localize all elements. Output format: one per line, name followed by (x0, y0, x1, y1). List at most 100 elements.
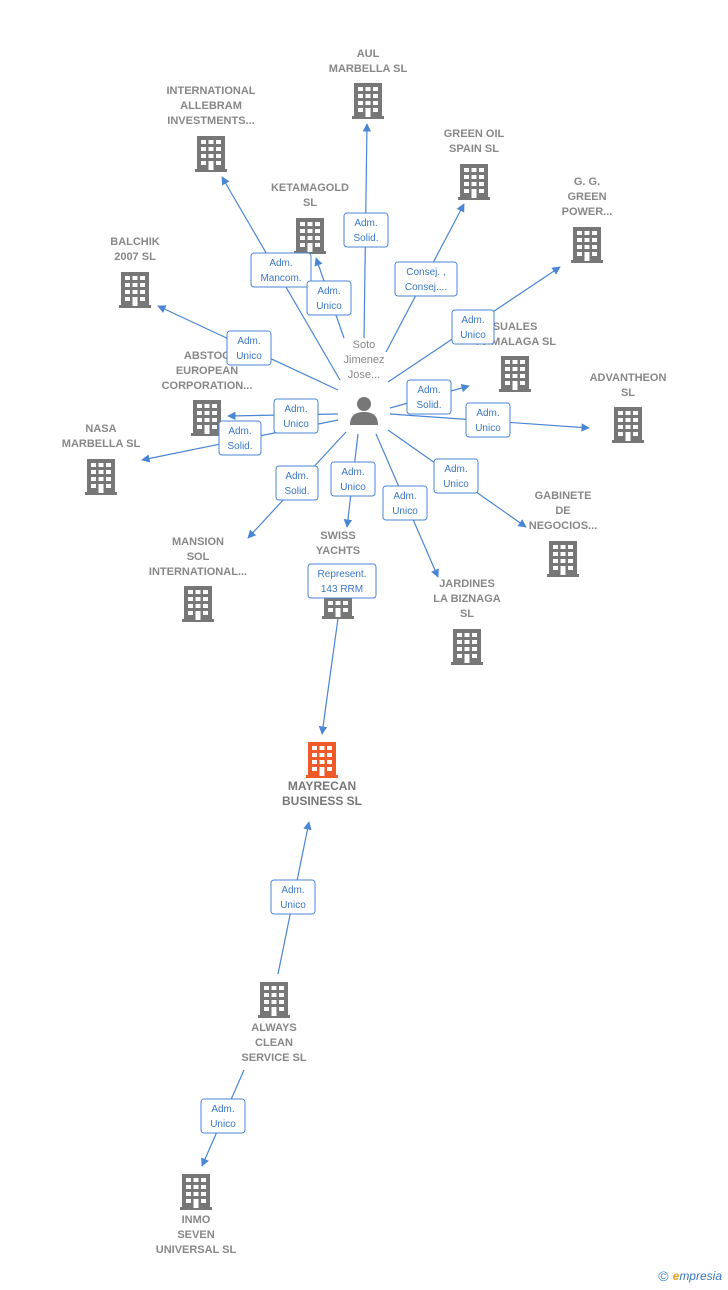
building-icon (612, 407, 644, 443)
building-icon (352, 83, 384, 119)
person-icon (350, 397, 378, 425)
role-badge-frame (394, 261, 458, 297)
role-badge-frame (275, 465, 319, 501)
node-label: ABSTOC (184, 350, 230, 362)
role-text: Adm. (341, 467, 364, 478)
role-text: Mancom. (260, 273, 301, 284)
building-icon (195, 136, 227, 172)
node-label: BALCHIK (110, 236, 160, 248)
node-always[interactable]: ALWAYS CLEAN SERVICE SL (241, 982, 307, 1064)
node-label: SERVICE SL (241, 1052, 306, 1064)
node-label: GREEN (567, 191, 606, 203)
role-badge-swiss[interactable]: Adm. Unico (330, 461, 376, 497)
node-mansion[interactable]: MANSIONSOLINTERNATIONAL... (149, 536, 247, 622)
building-icon (85, 459, 117, 495)
role-text: Unico (210, 1119, 236, 1130)
role-text: 143 RRM (321, 584, 363, 595)
role-badge-intl[interactable]: Adm.Mancom. (250, 252, 312, 288)
node-gabinete[interactable]: GABINETE DE NEGOCIOS... (529, 490, 597, 577)
role-badge-inmo[interactable]: Adm.Unico (200, 1098, 246, 1134)
role-badge-advan[interactable]: Adm.Unico (465, 402, 511, 438)
node-label: DE (555, 505, 570, 517)
node-label: SPAIN SL (449, 143, 499, 155)
node-abstoc[interactable]: ABSTOCEUROPEANCORPORATION... (162, 350, 253, 436)
node-label: SUALES (493, 321, 538, 333)
role-badge-frame (270, 879, 316, 915)
node-label: Jimenez (344, 354, 385, 366)
role-text: Unico (340, 482, 366, 493)
role-badge-frame (250, 252, 312, 288)
node-label: ALWAYS (251, 1022, 296, 1034)
node-label: CLEAN (255, 1037, 293, 1049)
role-text: Adm. (354, 218, 377, 229)
building-icon (547, 541, 579, 577)
role-badge-frame (306, 280, 352, 316)
role-badge-frame (307, 563, 377, 599)
role-badge-abstoc[interactable]: Adm.Unico (273, 398, 319, 434)
brand-initial: e (672, 1269, 680, 1283)
role-badge-aul[interactable]: Adm.Solid. (343, 212, 389, 248)
building-icon (451, 629, 483, 665)
node-label: SL (621, 387, 635, 399)
role-text: Adm. (285, 471, 308, 482)
node-label: MANSION (172, 536, 224, 548)
brand-name: mpresia (679, 1269, 722, 1283)
node-label: INMO (182, 1214, 211, 1226)
node-ggg[interactable]: G. G.GREENPOWER... (562, 176, 613, 263)
node-label: Soto (353, 339, 376, 351)
role-text: Adm. (281, 885, 304, 896)
role-badge-frame (200, 1098, 246, 1134)
role-badge-gabinete[interactable]: Adm.Unico (433, 458, 479, 494)
edge-swiss-mayrecan (318, 603, 341, 735)
role-badge-balchik[interactable]: Adm.Unico (226, 330, 272, 366)
node-label: SL (460, 608, 474, 620)
node-label: LA BIZNAGA (433, 593, 500, 605)
node-label: CORPORATION... (162, 380, 253, 392)
role-badge-suales[interactable]: Adm.Solid. (406, 379, 452, 415)
node-label: ALLEBRAM (180, 100, 242, 112)
role-badge-frame (226, 330, 272, 366)
role-badge-mayrecan[interactable]: Adm. Unico (270, 879, 316, 915)
node-label: G. G. (574, 176, 600, 188)
node-label: JARDINES (439, 578, 495, 590)
footer-brand[interactable]: © empresia (658, 1268, 722, 1284)
role-badge-keta[interactable]: Adm.Unico (306, 280, 352, 316)
role-text: Unico (280, 900, 306, 911)
role-text: Represent. (318, 569, 367, 580)
role-badge-nasa[interactable]: Adm.Solid. (218, 420, 262, 456)
node-jardines[interactable]: JARDINES LA BIZNAGA SL (433, 578, 501, 665)
role-badge-frame (330, 461, 376, 497)
role-text: Adm. (237, 336, 260, 347)
node-label: NEGOCIOS... (529, 520, 597, 532)
role-badge-mansion[interactable]: Adm.Solid. (275, 465, 319, 501)
node-label: INTERNATIONAL (166, 85, 255, 97)
node-label: MAYRECAN (288, 779, 356, 793)
role-badge-jardines[interactable]: Adm.Unico (382, 485, 428, 521)
role-badge-mayrecan[interactable]: Represent. 143 RRM (307, 563, 377, 599)
role-badge-frame (273, 398, 319, 434)
building-icon (571, 227, 603, 263)
role-text: Adm. (461, 315, 484, 326)
role-badge-frame (218, 420, 262, 456)
node-intl[interactable]: INTERNATIONALALLEBRAMINVESTMENTS... (166, 85, 256, 172)
node-soto[interactable]: SotoJimenezJose... (344, 339, 385, 425)
focus-building-icon (306, 742, 338, 778)
role-text: Solid. (416, 400, 441, 411)
node-label: SOL (187, 551, 210, 563)
node-label: BUSINESS SL (282, 794, 362, 808)
role-badge-ggg[interactable]: Adm.Unico (451, 309, 495, 345)
role-text: Unico (316, 301, 342, 312)
node-label: GABINETE (535, 490, 592, 502)
role-badge-frame (433, 458, 479, 494)
role-badge-greenoil[interactable]: Consej. ,Consej.... (394, 261, 458, 297)
